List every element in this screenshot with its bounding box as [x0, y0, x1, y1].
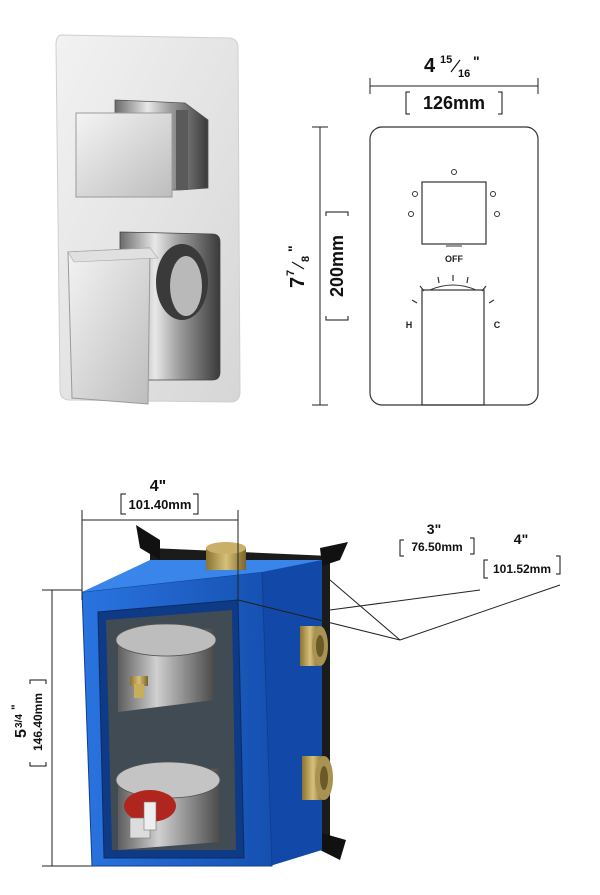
cold-label: C — [494, 320, 501, 330]
front-height-unit: " — [285, 245, 301, 252]
box-depth-max-mm: 101.52mm — [493, 562, 551, 576]
box-height-frac: 3/4 — [14, 714, 25, 728]
front-height-mm: 200mm — [327, 235, 347, 297]
box-height-mm-bracket — [29, 679, 47, 767]
front-width-unit: " — [473, 53, 480, 69]
front-width-num: 15 — [440, 54, 452, 66]
box-depth-min-in: 3" — [427, 521, 441, 537]
box-depth-max-mm-bracket — [483, 555, 561, 579]
front-view-drawing — [312, 78, 539, 406]
box-height-label: 5 3/4 " — [9, 704, 30, 738]
front-height-den: 8 — [300, 256, 312, 262]
front-height-num: 7 — [285, 270, 297, 276]
trim-plate-render — [55, 34, 241, 405]
box-height-whole: 5 — [13, 729, 30, 738]
off-label: OFF — [445, 254, 463, 264]
front-width-den: 16 — [458, 68, 470, 80]
front-width-mm: 126mm — [423, 93, 485, 113]
valve-box-render — [81, 525, 348, 867]
box-depth-max-in: 4" — [514, 531, 528, 547]
box-depth-min-mm-bracket — [399, 537, 475, 557]
valve-box-dimension-lines — [42, 510, 561, 867]
box-width-mm: 101.40mm — [129, 497, 192, 512]
box-width-in: 4" — [150, 478, 166, 495]
front-height-mm-bracket — [325, 211, 349, 321]
box-depth-min-mm: 76.50mm — [411, 540, 462, 554]
front-width-mm-bracket — [405, 91, 503, 115]
front-height-whole: 7 — [287, 277, 309, 288]
hot-label: H — [406, 320, 413, 330]
front-height-label: 7 7 8 " — [285, 245, 312, 288]
box-height-mm: 146.40mm — [31, 693, 45, 751]
front-width-whole: 4 — [424, 55, 436, 77]
box-height-unit: " — [9, 704, 23, 710]
box-width-mm-bracket — [120, 493, 199, 515]
